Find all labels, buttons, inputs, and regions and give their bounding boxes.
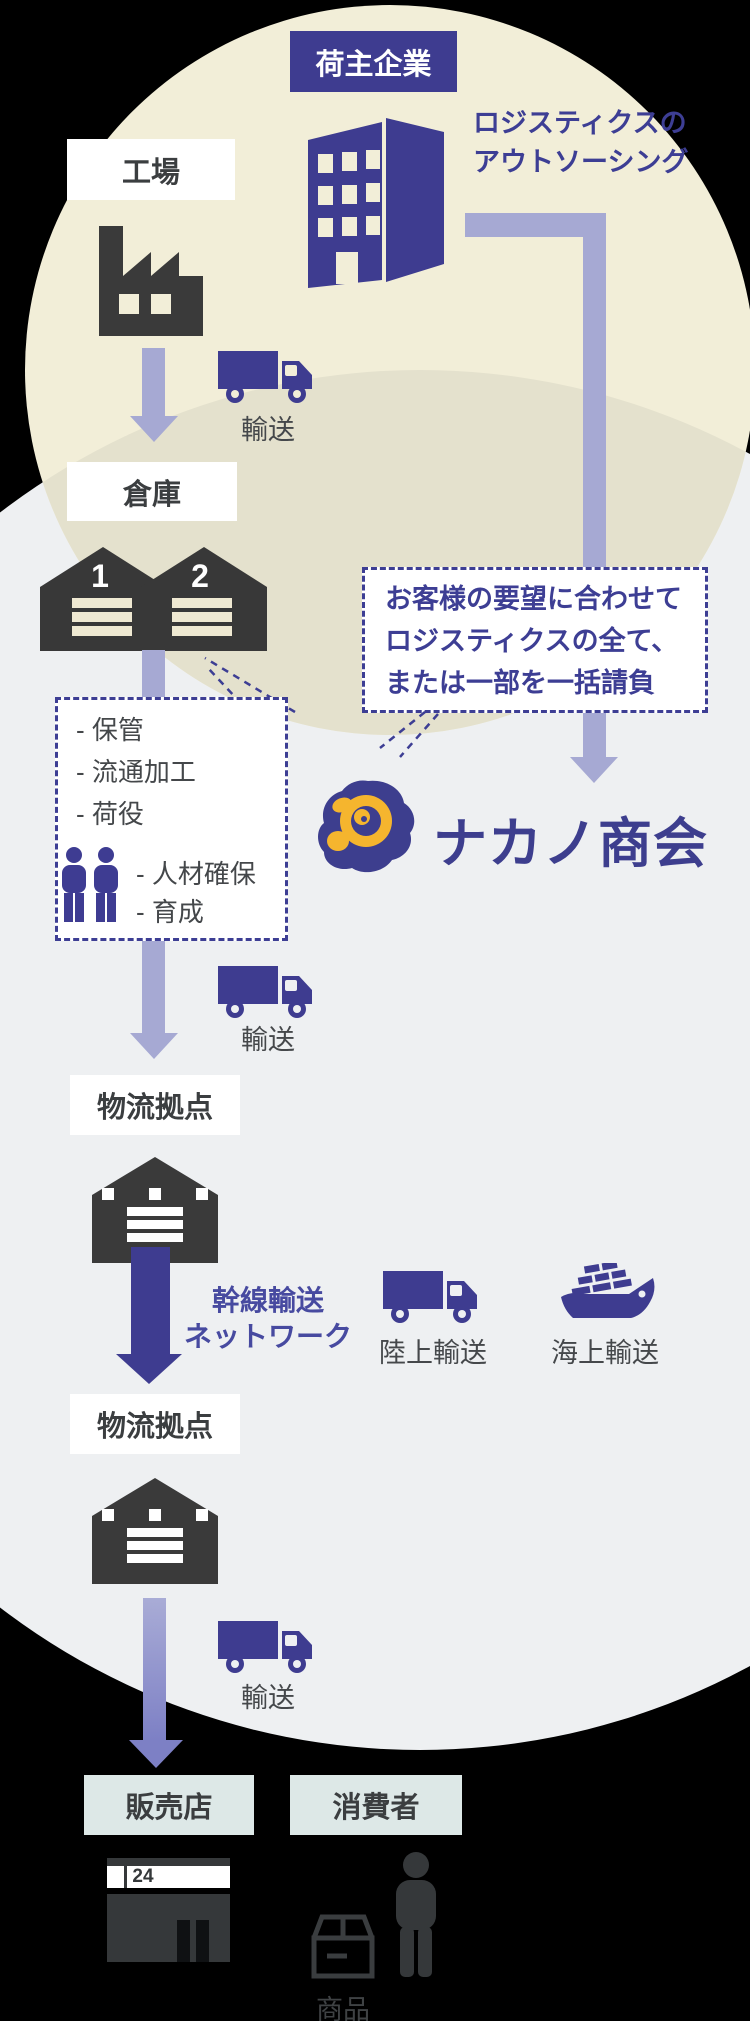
connector-horizontal bbox=[465, 213, 606, 237]
hub2-label-box: 物流拠点 bbox=[70, 1394, 240, 1454]
arrow-services-hub1-shaft bbox=[142, 941, 165, 1033]
transport-label-2: 輸送 bbox=[241, 1025, 295, 1055]
nakano-ram-logo-icon bbox=[316, 779, 420, 882]
double-warehouse-icon bbox=[40, 541, 267, 656]
service-item-training: - 育成 bbox=[136, 897, 204, 927]
outsourcing-annotation: ロジスティクスの アウトソーシング bbox=[473, 104, 688, 182]
person-icon bbox=[388, 1851, 444, 1984]
two-people-icon bbox=[58, 846, 124, 929]
transport-label-3: 輸送 bbox=[241, 1683, 295, 1713]
factory-label: 工場 bbox=[121, 156, 180, 189]
store-label-box: 販売店 bbox=[84, 1775, 254, 1835]
shipper-company-badge: 荷主企業 bbox=[290, 31, 457, 92]
arrow-factory-warehouse-head bbox=[130, 416, 178, 442]
warehouse-label-box: 倉庫 bbox=[67, 462, 237, 521]
factory-label-box: 工場 bbox=[67, 139, 235, 200]
transport-label-1: 輸送 bbox=[241, 415, 295, 445]
store-sign-24: 24 bbox=[132, 1866, 154, 1887]
cargo-ship-icon bbox=[557, 1260, 657, 1326]
bubble-tail-to-logo bbox=[370, 710, 445, 770]
factory-icon bbox=[89, 224, 213, 343]
service-item-processing: - 流通加工 bbox=[76, 757, 196, 787]
store-label: 販売店 bbox=[125, 1792, 213, 1824]
consumer-label: 消費者 bbox=[332, 1792, 420, 1824]
outsourcing-annotation-line1: ロジスティクスの bbox=[473, 108, 687, 138]
outsourcing-annotation-line2: アウトソーシング bbox=[473, 147, 689, 177]
service-offer-bubble: お客様の要望に合わせて ロジスティクスの全て、 または一部を一括請負 bbox=[362, 567, 708, 713]
truck-icon-2 bbox=[218, 962, 318, 1024]
land-transport-label: 陸上輸送 bbox=[379, 1338, 487, 1368]
consumer-label-box: 消費者 bbox=[290, 1775, 462, 1835]
goods-label: 商品 bbox=[316, 1995, 370, 2021]
trunk-arrow-head bbox=[116, 1354, 182, 1384]
bubble-line3: または一部を一括請負 bbox=[385, 668, 655, 698]
hub2-label: 物流拠点 bbox=[96, 1411, 213, 1443]
truck-icon-3 bbox=[218, 1617, 318, 1679]
bubble-line2: ロジスティクスの全て、 bbox=[385, 626, 679, 656]
shipper-company-label: 荷主企業 bbox=[315, 48, 432, 81]
service-item-handling: - 荷役 bbox=[76, 799, 144, 829]
office-building-icon bbox=[304, 112, 452, 297]
connector-warehouse-services bbox=[142, 650, 165, 699]
hub1-label: 物流拠点 bbox=[96, 1092, 213, 1124]
service-item-storage: - 保管 bbox=[76, 715, 144, 745]
land-truck-icon bbox=[383, 1267, 483, 1329]
convenience-store-icon bbox=[107, 1858, 230, 1967]
warehouse-label: 倉庫 bbox=[122, 478, 181, 511]
trunk-network-line1: 幹線輸送 bbox=[211, 1285, 324, 1316]
warehouse-icon-hub2 bbox=[92, 1476, 218, 1589]
service-item-staffing: - 人材確保 bbox=[136, 859, 256, 889]
connector-vertical bbox=[583, 237, 606, 567]
arrow-to-logo-head bbox=[570, 757, 618, 783]
warehouse-number-1: 1 bbox=[91, 558, 109, 594]
arrow-factory-warehouse-shaft bbox=[142, 348, 165, 416]
arrow-services-hub1-head bbox=[130, 1033, 178, 1059]
connector-below-bubble bbox=[583, 713, 606, 757]
trunk-network-line2: ネットワーク bbox=[183, 1321, 352, 1352]
package-box-icon bbox=[305, 1907, 381, 1986]
arrow-hub2-store-head bbox=[129, 1740, 183, 1768]
services-box: - 保管 - 流通加工 - 荷役 - 人材確保 - 育成 bbox=[55, 697, 288, 941]
truck-icon-1 bbox=[218, 347, 318, 409]
nakano-company-name: ナカノ商会 bbox=[433, 814, 708, 874]
hub1-label-box: 物流拠点 bbox=[70, 1075, 240, 1135]
trunk-arrow-shaft bbox=[131, 1247, 170, 1354]
bubble-line1: お客様の要望に合わせて bbox=[385, 584, 682, 614]
arrow-hub2-store-shaft bbox=[143, 1598, 166, 1740]
trunk-network-label: 幹線輸送 ネットワーク bbox=[178, 1283, 358, 1355]
sea-transport-label: 海上輸送 bbox=[551, 1338, 659, 1368]
warehouse-number-2: 2 bbox=[191, 558, 209, 594]
warehouse-icon-hub1 bbox=[92, 1155, 218, 1268]
